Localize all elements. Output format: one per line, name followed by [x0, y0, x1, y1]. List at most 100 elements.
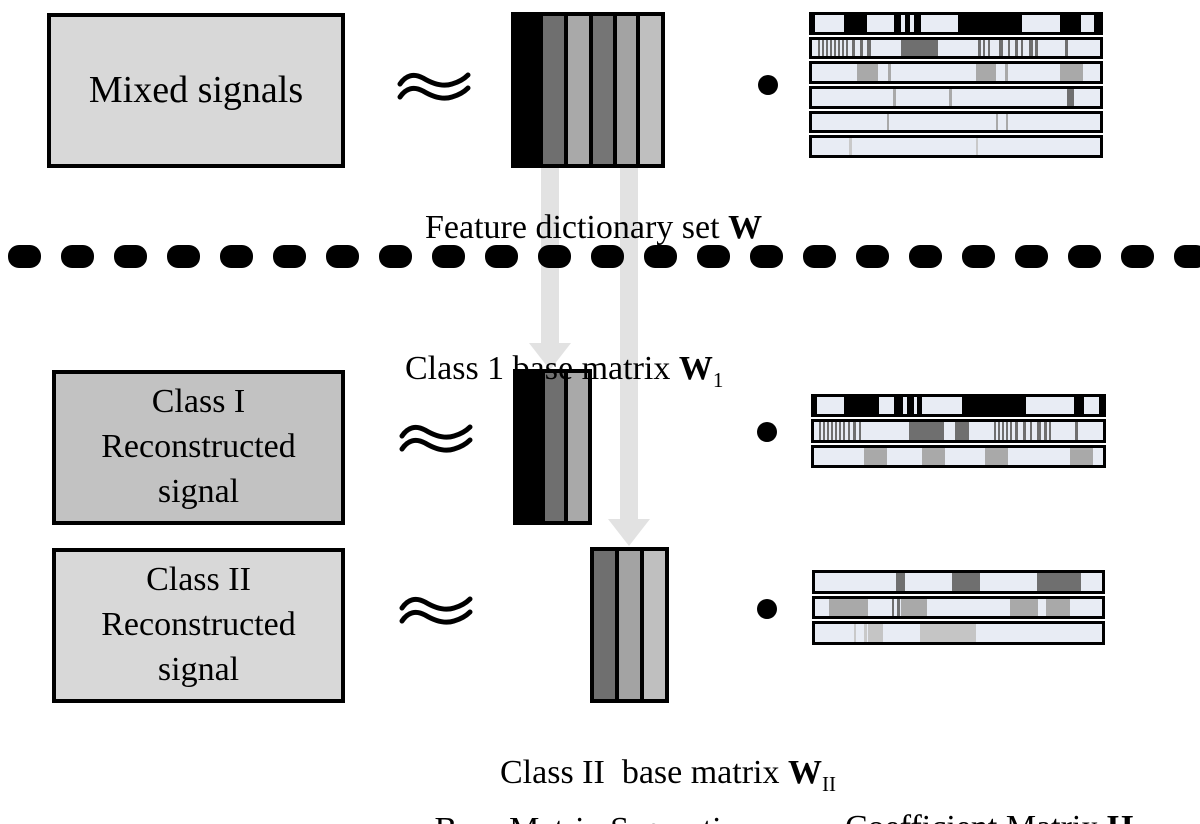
class2-box-line2: Reconstructed: [101, 606, 296, 644]
coefficient-row: [809, 12, 1103, 35]
coefficient-segment: [1004, 64, 1008, 82]
coefficient-segment: [1070, 447, 1094, 465]
coefficient-segment: [920, 15, 959, 32]
class2-box-line1: Class II: [146, 561, 251, 599]
feature-dictionary-label: Feature dictionary set W: [391, 171, 762, 290]
coefficient-segment: [814, 15, 844, 32]
class2-base-matrix: [590, 547, 669, 703]
coefficient-segment: [864, 624, 867, 643]
coefficient-segment: [817, 39, 820, 57]
coefficient-segment: [1035, 39, 1039, 57]
divider-dash: [1015, 245, 1048, 268]
divider-dash: [220, 245, 253, 268]
coefficient-segment: [922, 397, 962, 415]
coefficient-segment: [878, 397, 895, 415]
coefficient-segment: [823, 422, 826, 440]
coefficient-segment: [977, 39, 981, 57]
coefficient-row: [809, 61, 1103, 85]
divider-dash: [1174, 245, 1200, 268]
divider-dash: [909, 245, 942, 268]
approx-equal-icon: [399, 424, 473, 453]
coefficient-segment: [858, 422, 862, 440]
coefficient-matrix-mixed: [809, 12, 1103, 159]
coefficient-row: [812, 595, 1105, 620]
coefficient-segment: [903, 397, 907, 415]
feature-dictionary-symbol: W: [728, 209, 763, 246]
dot-operator-icon: [757, 599, 777, 619]
divider-dash: [538, 245, 571, 268]
class1-box-line3: signal: [157, 472, 240, 510]
divider-dash: [114, 245, 147, 268]
coefficient-segment: [901, 598, 927, 617]
coefficient-segment: [1022, 15, 1060, 32]
coefficient-segment: [895, 573, 905, 591]
coefficient-segment: [1046, 598, 1071, 617]
dot-operator-icon: [758, 75, 778, 95]
coefficient-segment: [983, 39, 986, 57]
coefficient-segment: [1028, 39, 1033, 57]
base-matrix-separation-text: Base Matrix Separation: [434, 811, 755, 824]
coefficient-segment: [1037, 573, 1082, 591]
coefficient-segment: [1001, 422, 1004, 440]
divider-dash: [326, 245, 359, 268]
class1-base-matrix-label: Class 1 base matrix W1: [371, 312, 723, 431]
matrix-stripe: [592, 16, 613, 164]
divider-dash: [962, 245, 995, 268]
coefficient-row: [809, 36, 1103, 60]
arrow-to-class1-matrix-head: [529, 343, 571, 370]
coefficient-segment: [919, 624, 976, 643]
coefficient-segment: [1084, 397, 1099, 415]
base-matrix-separation-label: Base Matrix Separation: [391, 773, 765, 824]
coefficient-segment: [913, 397, 918, 415]
coefficient-segment: [835, 422, 838, 440]
class2-box-line3: signal: [157, 650, 240, 688]
coefficient-row: [812, 570, 1105, 594]
coefficient-segment: [839, 422, 842, 440]
mixed-signals-box: Mixed signals: [47, 13, 345, 168]
class2-reconstructed-box: Class II Reconstructed signal: [52, 548, 345, 703]
divider-dash: [856, 245, 889, 268]
matrix-stripe: [616, 16, 637, 164]
coefficient-matrix-text: Coefficient Matrix: [845, 809, 1107, 824]
coefficient-segment: [955, 422, 969, 440]
class1-box-line1: Class I: [151, 383, 246, 421]
coefficient-segment: [1037, 422, 1041, 440]
matrix-stripe: [543, 16, 564, 164]
coefficient-segment: [897, 598, 901, 617]
coefficient-segment: [909, 422, 945, 440]
matrix-stripe: [567, 373, 588, 521]
divider-dash: [591, 245, 624, 268]
coefficient-segment: [997, 422, 1000, 440]
coefficient-segment: [845, 39, 848, 57]
feature-dictionary-matrix: [511, 12, 665, 168]
matrix-stripe: [517, 373, 541, 521]
coefficient-segment: [910, 15, 915, 32]
coefficient-segment: [1005, 113, 1009, 131]
dot-operator-icon: [757, 422, 777, 442]
coefficient-segment: [868, 624, 883, 643]
coefficient-segment: [829, 598, 868, 617]
coefficient-segment: [863, 447, 888, 465]
class1-base-matrix-subscript: 1: [712, 367, 724, 392]
coefficient-segment: [987, 39, 990, 57]
coefficient-segment: [891, 598, 895, 617]
coefficient-row: [809, 110, 1103, 134]
coefficient-segment: [819, 422, 822, 440]
coefficient-segment: [837, 39, 840, 57]
coefficient-segment: [831, 422, 834, 440]
class1-base-matrix: [513, 369, 592, 525]
divider-dash: [379, 245, 412, 268]
divider-dash: [485, 245, 518, 268]
coefficient-segment: [1067, 89, 1075, 106]
divider-dash: [644, 245, 677, 268]
matrix-stripe: [515, 16, 540, 164]
coefficient-segment: [1014, 39, 1018, 57]
matrix-stripe: [594, 551, 615, 699]
divider-dash: [803, 245, 836, 268]
dashed-divider: [8, 245, 1200, 268]
divider-dash: [273, 245, 306, 268]
approx-equal-icon: [399, 596, 473, 625]
divider-dash: [697, 245, 730, 268]
coefficient-segment: [1025, 397, 1075, 415]
